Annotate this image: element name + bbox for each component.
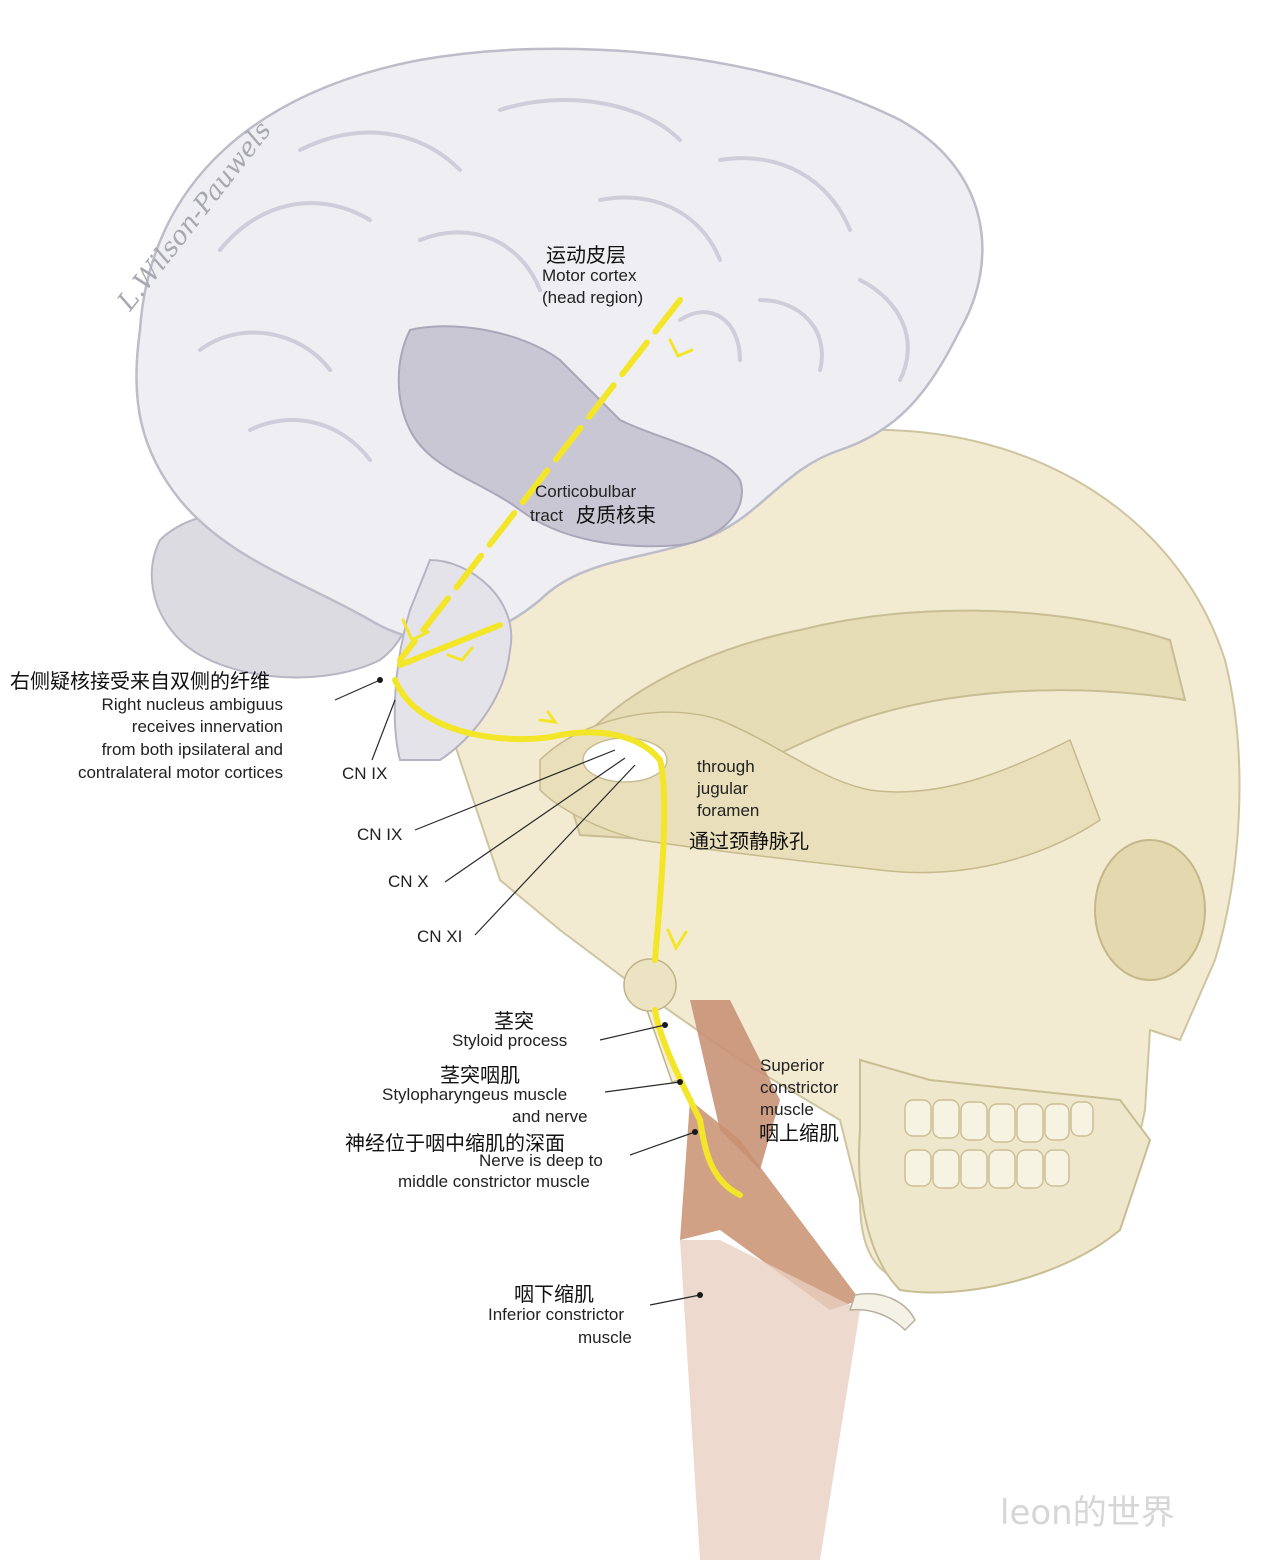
superior-label: Superior <box>760 1056 825 1075</box>
mastoid <box>623 958 677 1012</box>
inferior-constrictor-label-zh: 咽下缩肌 <box>514 1282 594 1306</box>
styloid-label-zh: 茎突 <box>494 1009 534 1033</box>
middle-constrictor-label: middle constrictor muscle <box>398 1172 590 1191</box>
middle-constrictor <box>680 1100 860 1310</box>
styloid-label: Styloid process <box>452 1031 568 1050</box>
receives-innervation-label: receives innervation <box>131 717 283 736</box>
cn-x-label: CN X <box>388 872 429 891</box>
orbit <box>1094 839 1206 981</box>
cerebrum <box>135 47 984 642</box>
teeth <box>904 1099 1094 1189</box>
foramen-label: foramen <box>697 801 760 820</box>
superior-constrictor-label-zh: 咽上缩肌 <box>759 1121 839 1145</box>
inferior-constrictor <box>680 1240 860 1560</box>
stylopharyngeus-label: Stylopharyngeus muscle <box>382 1085 568 1104</box>
motor-cortex-label: Motor cortex <box>542 266 637 285</box>
inferior-muscle-label: muscle <box>578 1328 632 1347</box>
watermark: leon的世界 <box>1000 1493 1175 1533</box>
inferior-constrictor-label: Inferior constrictor <box>488 1305 625 1324</box>
corticobulbar-label-zh: 皮质核束 <box>576 503 656 527</box>
and-nerve-label: and nerve <box>512 1107 588 1126</box>
through-label: through <box>697 757 755 776</box>
nerve-arrows <box>401 338 694 952</box>
cn-xi-label: CN XI <box>417 927 463 946</box>
muscle-label: muscle <box>760 1100 814 1119</box>
gyri <box>198 98 910 462</box>
nerve-deep-label-zh: 神经位于咽中缩肌的深面 <box>345 1131 565 1155</box>
brain <box>135 47 984 761</box>
corticobulbar-label: Corticobulbar <box>535 482 637 501</box>
arrow-icon <box>538 710 559 724</box>
nerve-pathway <box>392 297 743 1198</box>
arrow-icon <box>401 618 430 643</box>
nucleus-ambiguus-label: Right nucleus ambiguus <box>101 695 283 714</box>
motor-cortex-label-zh: 运动皮层 <box>546 243 626 267</box>
superior-constrictor <box>690 1000 780 1170</box>
leader-dots <box>377 677 703 1298</box>
head-region-label: (head region) <box>542 288 644 307</box>
cn-ix-to-pharynx <box>652 1007 743 1198</box>
cn-ix-upper-label: CN IX <box>342 764 388 783</box>
hyoid <box>848 1293 916 1332</box>
nucleus-ambiguus-label-zh: 右侧疑核接受来自双侧的纤维 <box>10 669 270 693</box>
jugular-label: jugular <box>697 779 749 798</box>
tract-label: tract <box>530 506 564 525</box>
contralateral-label: contralateral motor cortices <box>77 763 283 782</box>
cn-ix-label: CN IX <box>357 825 403 844</box>
contralateral-fiber <box>397 622 503 668</box>
cn-ix-course <box>392 677 668 963</box>
ipsilateral-label: from both ipsilateral and <box>101 740 283 759</box>
nerve-deep-label: Nerve is deep to <box>479 1151 603 1170</box>
skull <box>438 428 1241 1294</box>
stylopharyngeus-label-zh: 茎突咽肌 <box>440 1063 520 1087</box>
constrictor-label: constrictor <box>760 1078 839 1097</box>
leader-lines <box>334 679 701 1306</box>
pharyngeal-muscles <box>680 1000 916 1560</box>
jugular-foramen-label-zh: 通过颈静脉孔 <box>689 829 809 853</box>
arrow-icon <box>446 646 474 662</box>
corticobulbar-tract <box>397 297 683 663</box>
arrow-icon <box>668 338 694 358</box>
arrow-icon <box>666 928 688 952</box>
